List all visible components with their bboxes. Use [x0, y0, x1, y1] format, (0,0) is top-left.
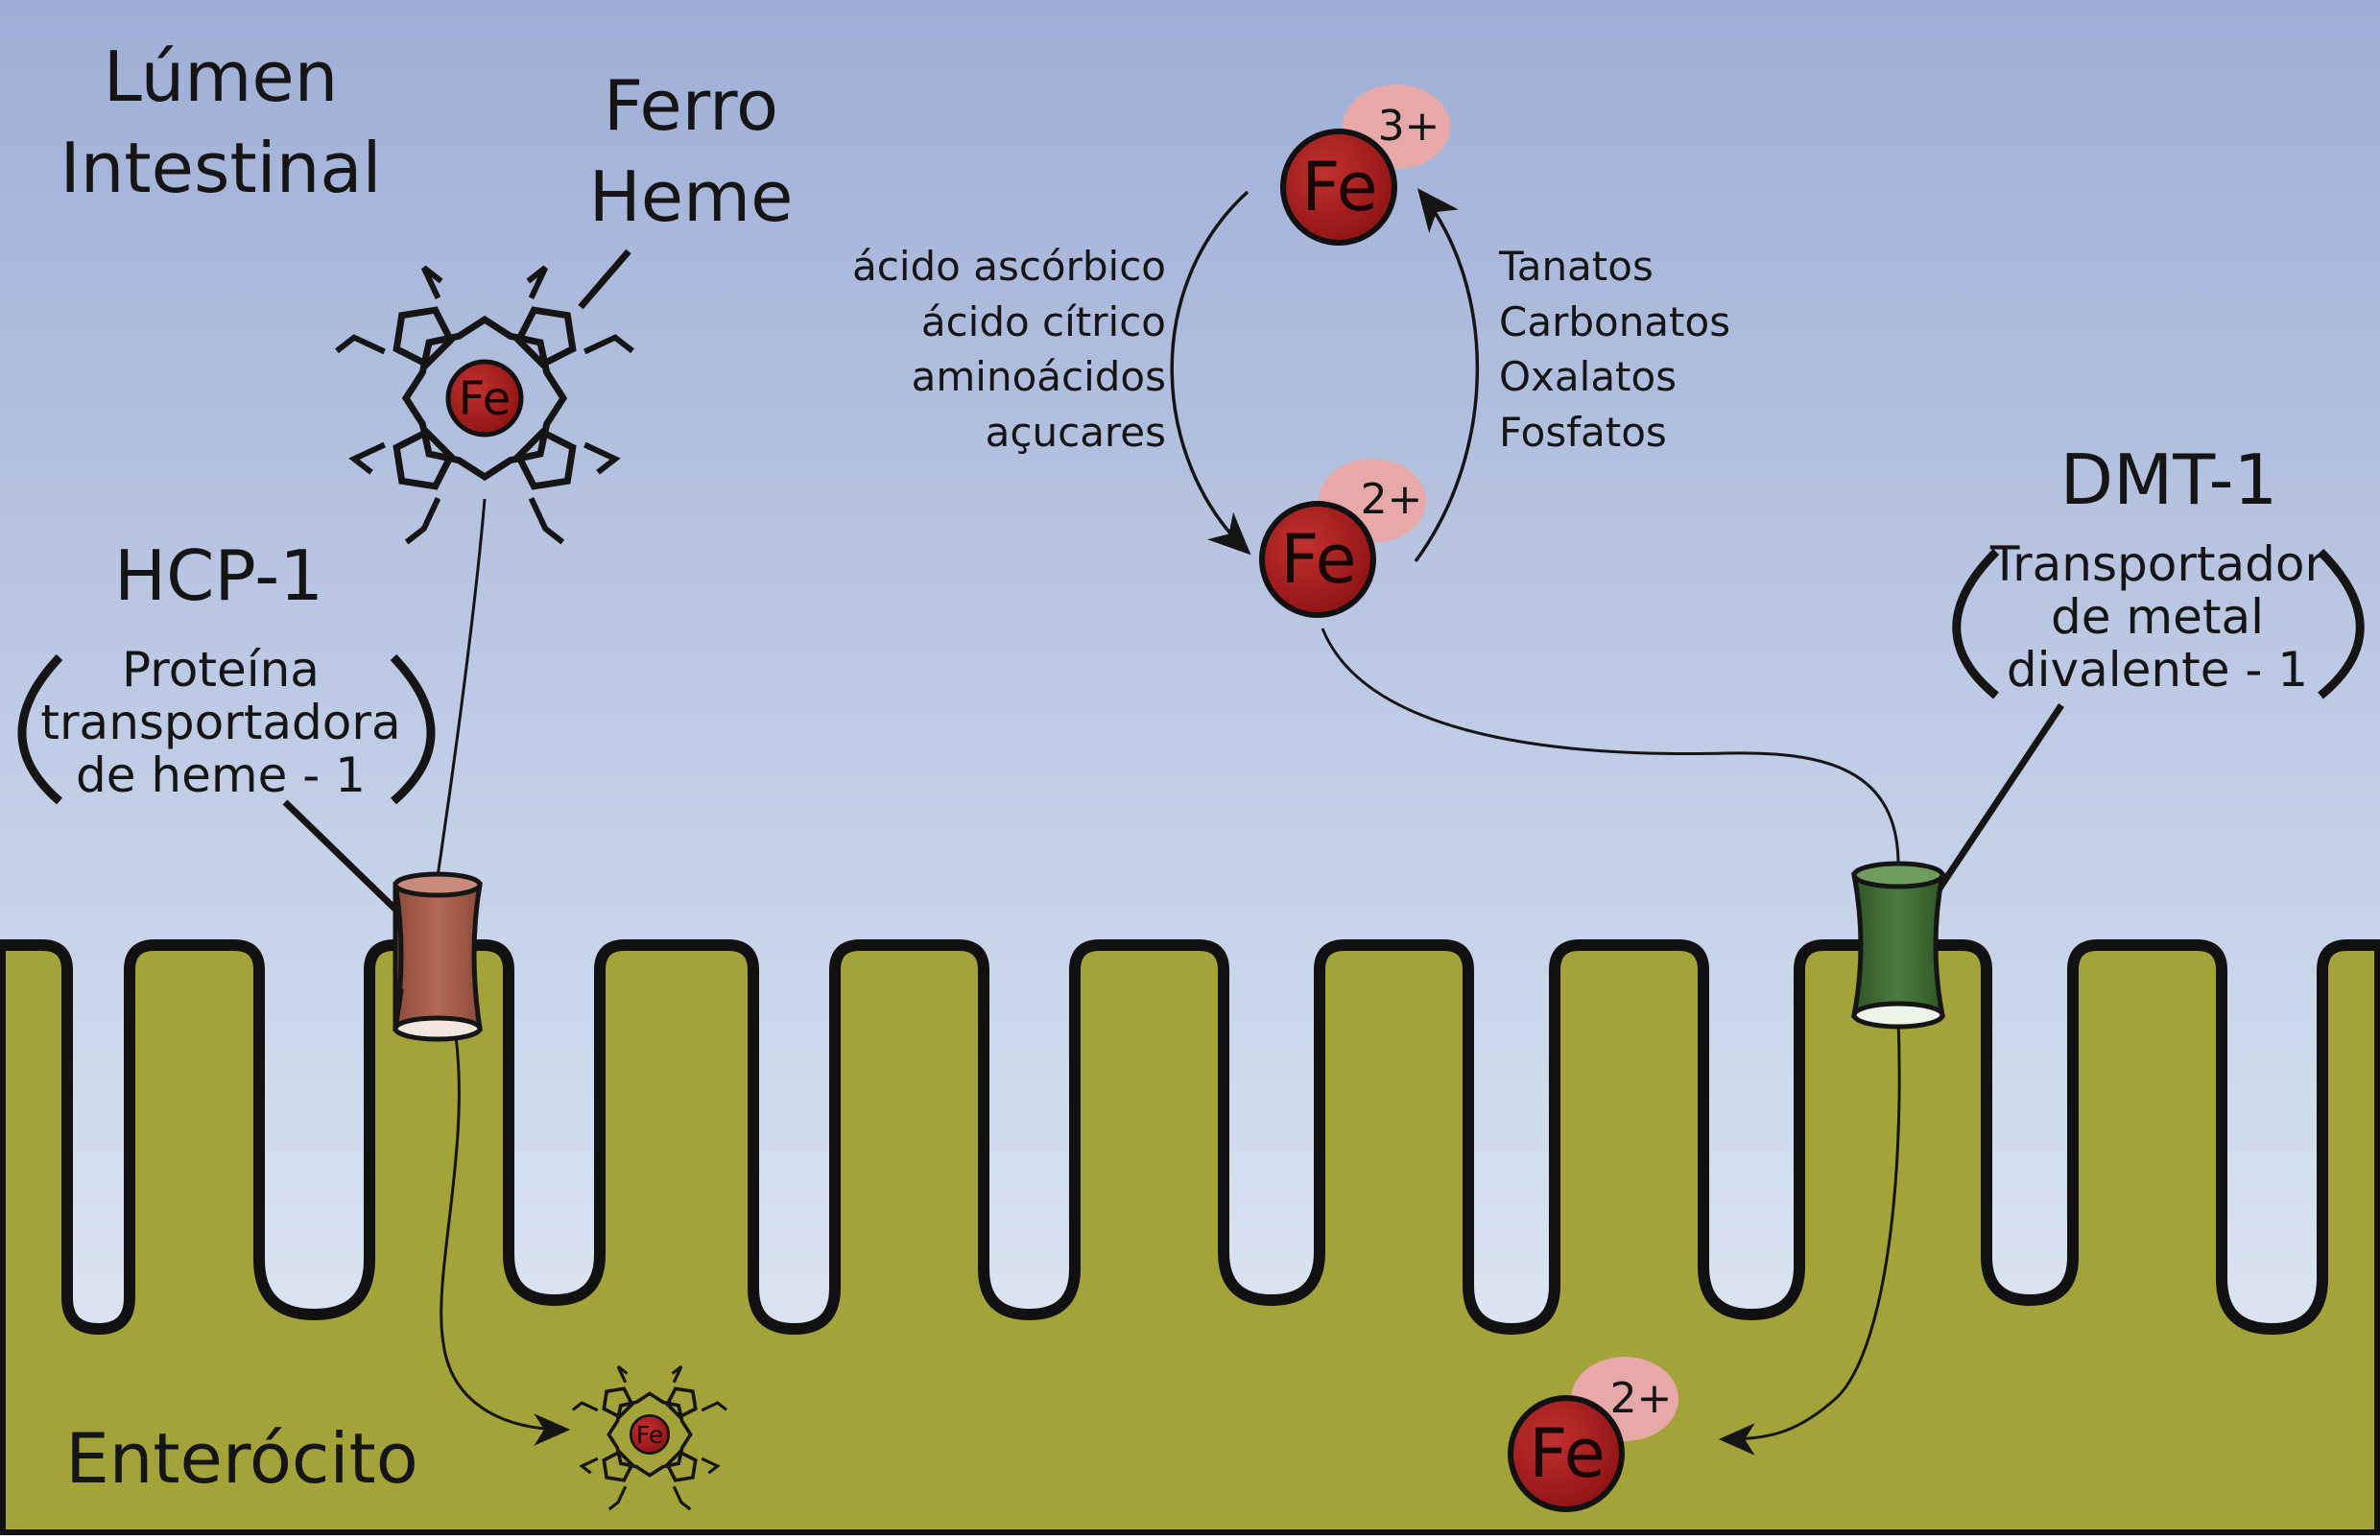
lumen-label-line2: Intestinal: [60, 128, 382, 208]
heme-pyrrole-ring: [665, 1450, 698, 1482]
enterocyte-tissue: [0, 939, 2380, 1540]
reducer-2: ácido cítrico: [921, 298, 1166, 345]
heme-side-chain: [420, 265, 443, 299]
heme-uptake-path: [435, 498, 487, 884]
hcp1-right-paren: [390, 653, 436, 805]
hcp1-transporter: [393, 871, 483, 1042]
heme-molecule-lumen: Fe: [335, 265, 634, 545]
dmt1-right-paren: [2317, 548, 2365, 699]
ferro-heme-pointer: [578, 249, 631, 310]
heme-side-chain: [671, 1365, 683, 1384]
reducer-3: aminoácidos: [912, 353, 1166, 400]
heme-pyrrole-ring: [514, 306, 577, 368]
oxidation-arrow: [1414, 188, 1480, 563]
ferro-heme-label-line2: Heme: [589, 156, 794, 237]
heme-iron-symbol: Fe: [459, 372, 512, 426]
heme-pyrrole-ring: [602, 1386, 634, 1419]
ferrous-charge: 2+: [1361, 475, 1423, 524]
oxidizer-4: Fosfatos: [1499, 409, 1667, 456]
heme-side-chain: [701, 1401, 728, 1412]
enterocyte-iron-symbol: Fe: [1529, 1414, 1606, 1493]
ferro-heme-label-line1: Ferro: [604, 65, 778, 146]
heme-side-chain: [579, 1457, 599, 1475]
heme-pyrrole-ring: [393, 428, 455, 490]
ferrous-iron-lumen: Fe 2+: [1259, 459, 1426, 618]
heme-side-chain: [404, 497, 441, 545]
heme-side-chain: [583, 334, 634, 355]
enterocyte-label: Enterócito: [65, 1418, 418, 1499]
ferrous-uptake-path: [1321, 628, 1900, 869]
ferrous-iron-enterocyte: Fe 2+: [1508, 1357, 1678, 1512]
hcp1-title: HCP-1: [114, 535, 323, 616]
heme-side-chain: [583, 441, 621, 475]
oxidizer-3: Oxalatos: [1499, 353, 1677, 400]
heme-iron-symbol: Fe: [636, 1421, 663, 1449]
heme-side-chain: [571, 1401, 599, 1412]
heme-side-chain: [672, 1485, 692, 1511]
heme-pyrrole-ring: [514, 428, 577, 490]
heme-side-chain: [526, 265, 549, 299]
heme-side-chain: [528, 497, 565, 545]
reducer-1: ácido ascórbico: [852, 243, 1166, 290]
ferric-symbol: Fe: [1301, 148, 1378, 226]
ferric-iron: Fe 3+: [1280, 84, 1450, 246]
ferric-charge: 3+: [1378, 102, 1440, 151]
heme-iron-center: [629, 1413, 671, 1456]
dmt1-left-paren: [1952, 548, 2000, 699]
enterocyte-iron-charge: 2+: [1610, 1374, 1673, 1423]
reducer-4: açucares: [986, 409, 1166, 456]
dmt1-desc-line2: de metal: [2051, 589, 2264, 645]
oxidizer-2: Carbonatos: [1499, 298, 1730, 345]
dmt-pointer: [1931, 703, 2064, 899]
oxidizer-1: Tanatos: [1498, 243, 1654, 290]
hcp1-desc-line1: Proteína: [122, 642, 320, 698]
heme-side-chain: [348, 441, 386, 475]
ferrous-delivery-arrow: [1718, 1016, 1901, 1456]
hcp1-desc-line2: transportadora: [40, 695, 400, 750]
heme-pyrrole-ring: [393, 306, 455, 368]
hcp1-left-paren: [17, 653, 63, 805]
lumen-label-line1: Lúmen: [104, 36, 339, 117]
hcp1-desc-line3: de heme - 1: [76, 747, 366, 803]
heme-delivery-arrow: [440, 1035, 571, 1446]
heme-molecule-enterocyte: Fe: [571, 1365, 728, 1511]
heme-pyrrole-ring: [602, 1450, 634, 1482]
ferrous-symbol: Fe: [1280, 520, 1357, 599]
heme-side-chain: [701, 1457, 721, 1475]
heme-side-chain: [607, 1485, 628, 1511]
dmt1-desc-line1: Transportador: [1989, 536, 2325, 592]
hcp-pointer: [282, 799, 416, 929]
heme-side-chain: [616, 1365, 629, 1384]
heme-iron-center: [445, 359, 524, 438]
dmt1-title: DMT-1: [2060, 439, 2278, 520]
heme-side-chain: [335, 334, 386, 355]
dmt1-desc-line3: divalente - 1: [2007, 642, 2308, 698]
reduction-arrow: [1170, 190, 1251, 556]
dmt1-transporter: [1850, 861, 1946, 1030]
heme-pyrrole-ring: [665, 1386, 698, 1419]
